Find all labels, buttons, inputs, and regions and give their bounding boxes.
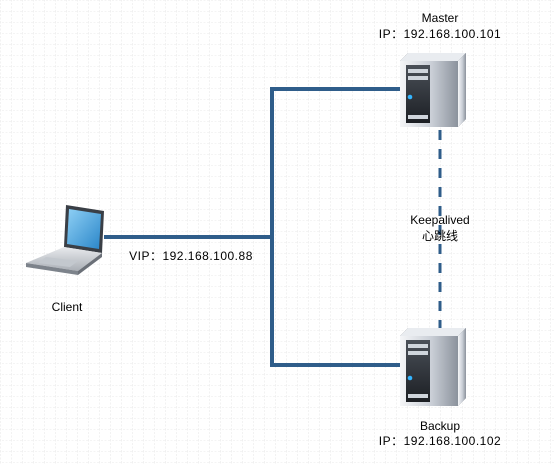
client-name: Client [52,300,83,314]
network-links [104,87,402,367]
master-server-icon[interactable] [400,53,466,127]
master-ip: IP：192.168.100.101 [379,27,501,41]
heartbeat-label-line1: Keepalived [410,213,469,227]
client-laptop-icon[interactable] [26,205,104,275]
heartbeat-label-line2: 心跳线 [422,229,458,243]
backup-name: Backup [420,419,460,433]
master-name: Master [422,11,459,25]
vip-label: VIP：192.168.100.88 [129,249,253,263]
backup-ip: IP：192.168.100.102 [379,434,501,448]
backup-server-icon[interactable] [400,328,466,406]
